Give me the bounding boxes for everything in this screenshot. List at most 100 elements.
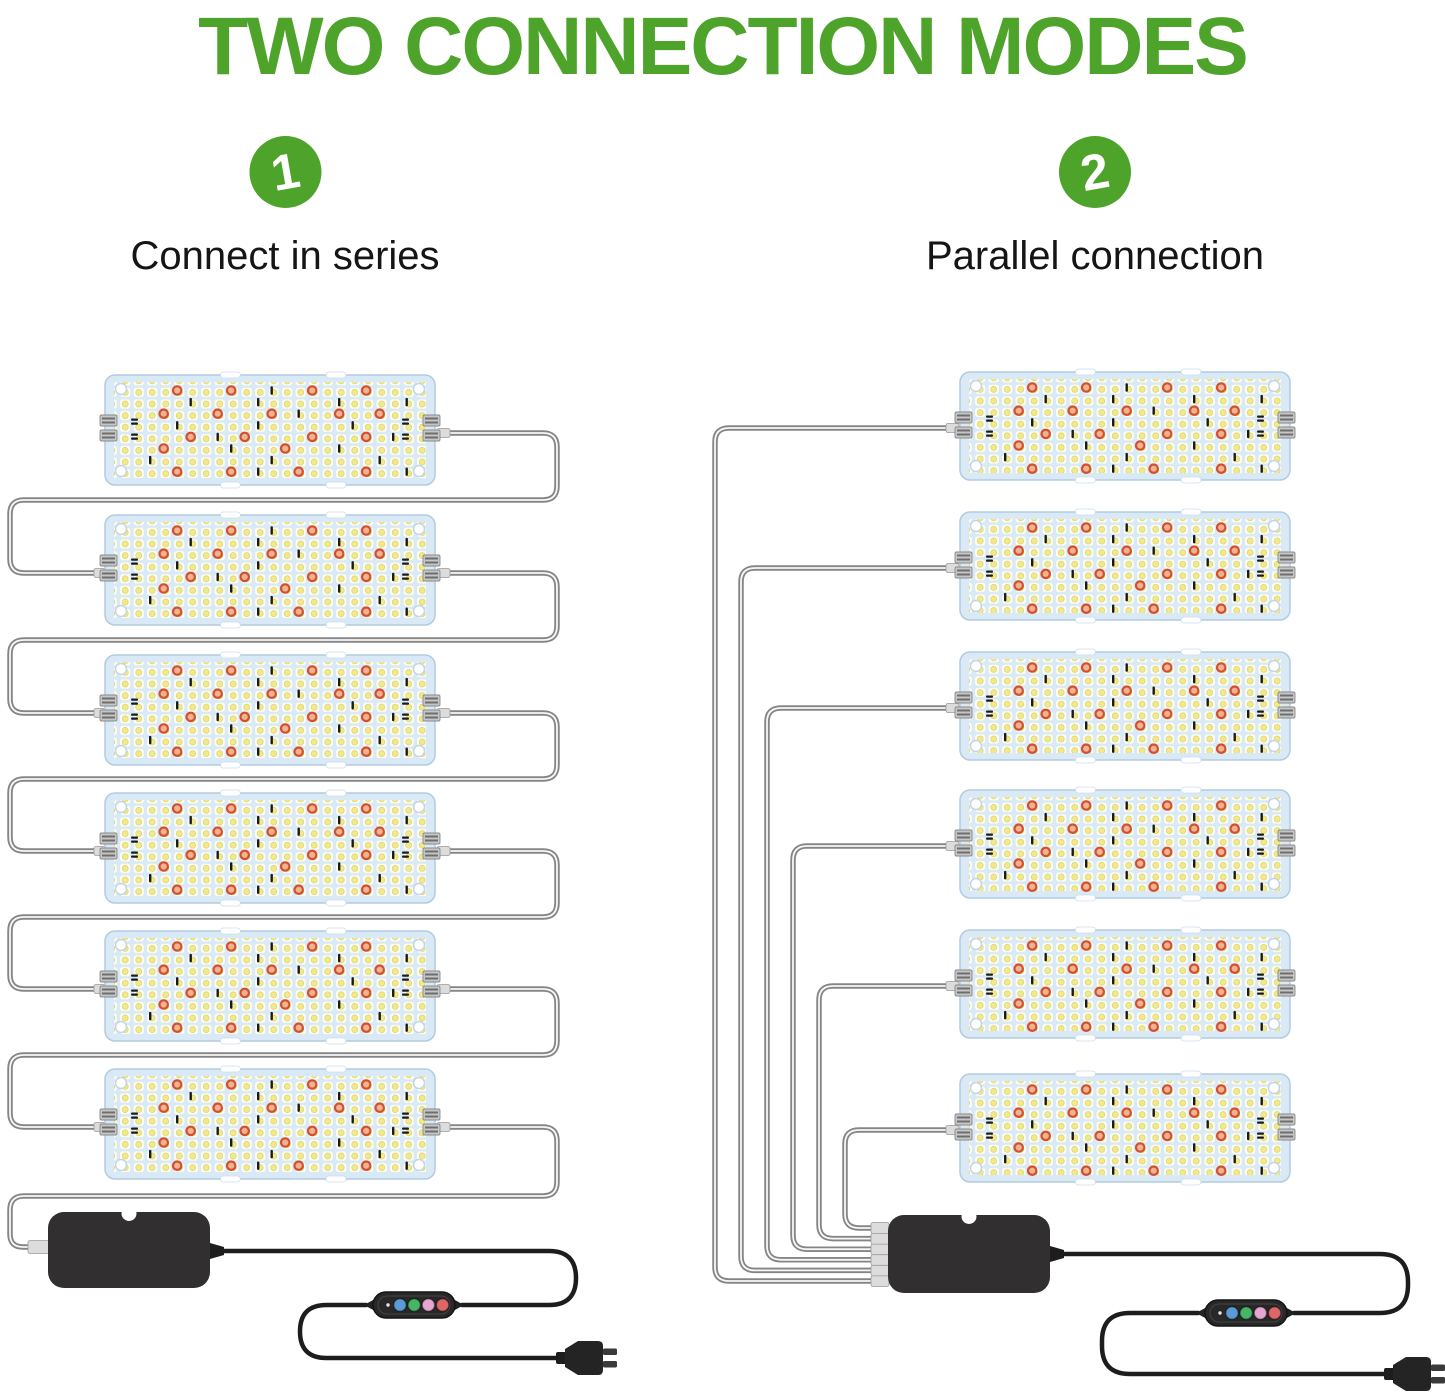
connector-stripe [102, 417, 115, 420]
connector-stripe [1280, 554, 1293, 557]
diode-mark [189, 397, 192, 407]
mounting-tab [325, 511, 347, 519]
mounting-tab [325, 1175, 347, 1183]
connector-stripe [425, 854, 438, 857]
red-led [239, 431, 250, 443]
panel-connector-port [422, 1108, 441, 1121]
wire-connector-ferrule [870, 1222, 890, 1234]
wire-core [9, 712, 558, 852]
panel-connector-port [1277, 1113, 1296, 1126]
diode-mark [1247, 569, 1250, 579]
screw-hole [412, 662, 426, 676]
red-led [1040, 1130, 1051, 1142]
diode-mark [270, 1080, 273, 1089]
diode-mark [149, 1011, 152, 1021]
diode-mark [149, 455, 152, 465]
diode-mark [297, 409, 300, 418]
red-led [1026, 522, 1038, 533]
red-led [1094, 568, 1105, 580]
red-led [1080, 1165, 1092, 1176]
red-led [225, 1079, 237, 1090]
screw-hole [114, 604, 128, 618]
mounting-tab [1075, 756, 1096, 764]
diode-mark [1044, 674, 1047, 684]
screw-hole [412, 604, 426, 618]
solder-pad-mark [986, 555, 993, 558]
led-grid [969, 937, 1281, 1031]
plug-prong [1431, 1377, 1445, 1384]
diode-mark [257, 747, 260, 756]
diode-mark [1206, 1120, 1209, 1129]
wire-core [714, 427, 948, 1282]
wire-core [818, 985, 948, 1240]
wire-core [766, 707, 948, 1261]
diode-mark [216, 432, 219, 442]
diode-mark [176, 839, 179, 848]
diode-mark [338, 1000, 341, 1009]
solder-pad-mark [1257, 852, 1264, 855]
solder-pad-mark [402, 836, 409, 839]
mode-2-header: 2 Parallel connection [926, 136, 1264, 279]
connector-stripe [102, 572, 115, 575]
connector-stripe [425, 1111, 438, 1114]
diode-mark [257, 1023, 260, 1032]
connector-stripe [102, 1111, 115, 1114]
red-led [1121, 685, 1132, 696]
diode-mark [1193, 952, 1196, 962]
diode-mark [392, 1126, 395, 1136]
connector-stripe [1280, 694, 1293, 697]
solder-pad-mark [1257, 1136, 1264, 1139]
screw-hole [969, 1017, 983, 1031]
red-led [333, 826, 345, 837]
red-led [1040, 846, 1051, 858]
connector-stripe [957, 851, 970, 854]
connector-stripe [957, 836, 970, 839]
red-led [1013, 963, 1024, 974]
connector-stripe [425, 988, 438, 991]
red-led [1121, 405, 1132, 416]
red-led [360, 665, 372, 676]
diode-mark [1004, 1154, 1007, 1164]
red-led [1121, 963, 1132, 974]
diode-mark [378, 595, 381, 605]
red-led [374, 548, 385, 559]
diode-mark [392, 712, 395, 722]
solder-pad-mark [131, 974, 138, 977]
diode-mark [405, 815, 408, 825]
red-led [1215, 1165, 1227, 1176]
solder-pad-mark [131, 851, 138, 854]
red-led [158, 548, 169, 559]
red-led [158, 688, 169, 699]
connector-stripe [1280, 1131, 1293, 1134]
diode-mark [1085, 1143, 1088, 1152]
diode-mark [1152, 964, 1155, 973]
red-led [225, 525, 237, 536]
red-led [158, 999, 169, 1010]
panel-connector-port [422, 554, 441, 567]
solder-pad-mark [986, 1136, 993, 1139]
diode-mark [1031, 976, 1034, 985]
screw-hole [969, 739, 983, 753]
connector-stripe [957, 558, 970, 561]
solder-pad-mark [402, 702, 409, 705]
wire [712, 425, 950, 1284]
panel-connector-port [422, 970, 441, 983]
mode-1-label: Connect in series [130, 234, 440, 278]
diode-mark [1206, 698, 1209, 707]
solder-pad-mark [402, 422, 409, 425]
connector-stripe [425, 421, 438, 424]
diode-mark [1260, 744, 1263, 753]
screw-hole [412, 1076, 426, 1090]
red-led [279, 861, 291, 872]
connector-stripe [1280, 972, 1293, 975]
solder-pad-mark [131, 993, 138, 996]
screw-hole [1267, 739, 1281, 753]
diode-mark [405, 467, 408, 476]
screw-hole [114, 1020, 128, 1034]
solder-pad-mark [1257, 430, 1264, 433]
solder-pad-mark [1257, 848, 1264, 851]
connector-stripe [425, 1115, 438, 1118]
red-led [171, 884, 183, 895]
